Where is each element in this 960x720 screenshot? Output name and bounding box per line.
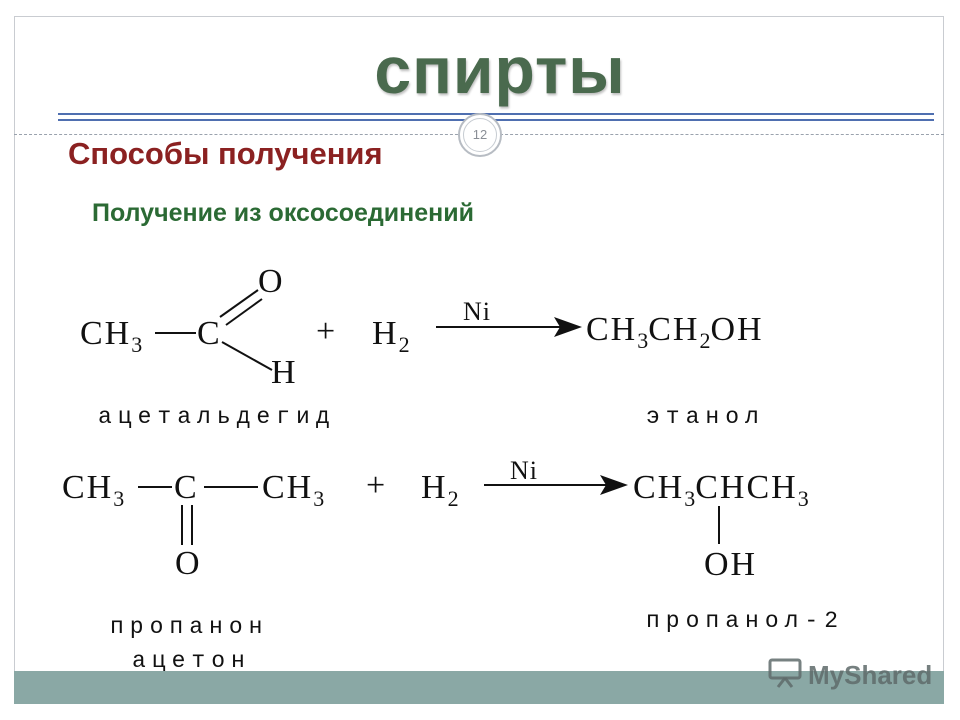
reaction1-ch3: CH3 xyxy=(80,315,143,357)
reaction2-right-ch3: CH3 xyxy=(262,469,325,511)
title-rule-top xyxy=(58,113,934,115)
reaction1-hydrogen: H xyxy=(271,354,298,391)
reaction1-plus: + xyxy=(316,313,338,350)
logo-text: MyShared xyxy=(808,659,933,690)
reaction1-product: CH3CH2OH xyxy=(586,311,764,353)
double-bond-c-o-b-1 xyxy=(225,298,263,326)
reaction2-catalyst: Ni xyxy=(510,456,538,485)
reaction2-product-oh: OH xyxy=(704,546,758,583)
slide-title: спирты xyxy=(374,33,626,107)
reaction2-carbon: C xyxy=(174,469,199,506)
reaction2-plus: + xyxy=(366,467,388,504)
section-heading: Получение из оксосоединений xyxy=(92,199,475,227)
reaction2-oxygen: O xyxy=(175,545,202,582)
reaction2-left-ch3: CH3 xyxy=(62,469,125,511)
reaction1-product-name: этанол xyxy=(646,404,765,430)
myshared-logo[interactable]: MyShared xyxy=(768,657,932,693)
reaction2-reactant-name-2: ацетон xyxy=(132,648,251,674)
reaction1-carbon: C xyxy=(197,315,222,352)
reaction1-reactant-name: ацетальдегид xyxy=(98,404,336,430)
reaction2-h2: H2 xyxy=(421,469,459,511)
reaction2-reactant-name-1: пропанон xyxy=(110,614,269,640)
bond-c-h-1 xyxy=(221,341,273,371)
reaction2-product: CH3CHCH3 xyxy=(633,469,809,511)
reaction2-product-name: пропанол-2 xyxy=(646,608,845,634)
double-bond-c-o-a-1 xyxy=(219,289,259,318)
reaction1-oxygen: O xyxy=(258,263,285,300)
page-number-badge: 12 xyxy=(458,113,502,157)
reaction1-h2: H2 xyxy=(372,315,410,357)
reaction1-catalyst: Ni xyxy=(463,297,491,326)
presentation-board-icon xyxy=(768,658,802,693)
subtitle: Способы получения xyxy=(68,136,383,171)
